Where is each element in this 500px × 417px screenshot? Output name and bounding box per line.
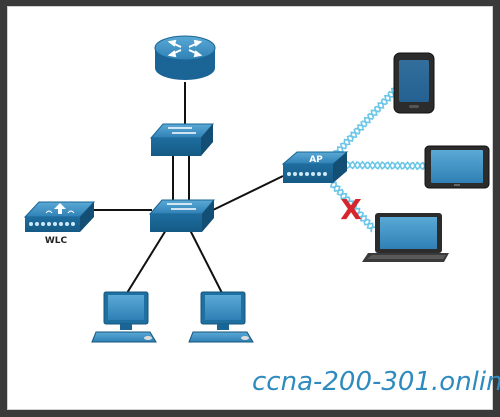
link-accessswitch-pc-right xyxy=(189,229,223,294)
link-accessswitch-pc-left xyxy=(126,229,167,294)
wireless-links xyxy=(329,86,428,233)
x-mark-icon: X xyxy=(340,193,362,226)
link-accessswitch-ap xyxy=(212,175,284,211)
tablet-icon[interactable] xyxy=(424,145,490,189)
ap-label: AP xyxy=(309,155,323,165)
wireless-link-smartphone-b xyxy=(332,86,398,156)
wireless-link-tablet-b xyxy=(344,160,428,171)
access-switch-icon[interactable] xyxy=(148,199,216,232)
desktop-pc-right-icon[interactable] xyxy=(188,291,254,343)
wireless-link-tablet xyxy=(344,160,428,171)
router-icon[interactable] xyxy=(154,35,216,80)
distribution-switch-icon[interactable] xyxy=(149,123,215,156)
watermark-text: ccna-200-301.online xyxy=(252,367,500,397)
smartphone-icon[interactable] xyxy=(393,52,435,114)
access-point-icon[interactable]: AP xyxy=(281,151,349,183)
wireless-link-laptop-b xyxy=(331,181,377,230)
laptop-icon[interactable] xyxy=(362,213,449,262)
wireless-lan-controller-icon[interactable]: WLC xyxy=(23,201,96,246)
wired-links xyxy=(92,82,284,294)
wlc-label: WLC xyxy=(45,236,68,246)
desktop-pc-left-icon[interactable] xyxy=(91,291,157,343)
